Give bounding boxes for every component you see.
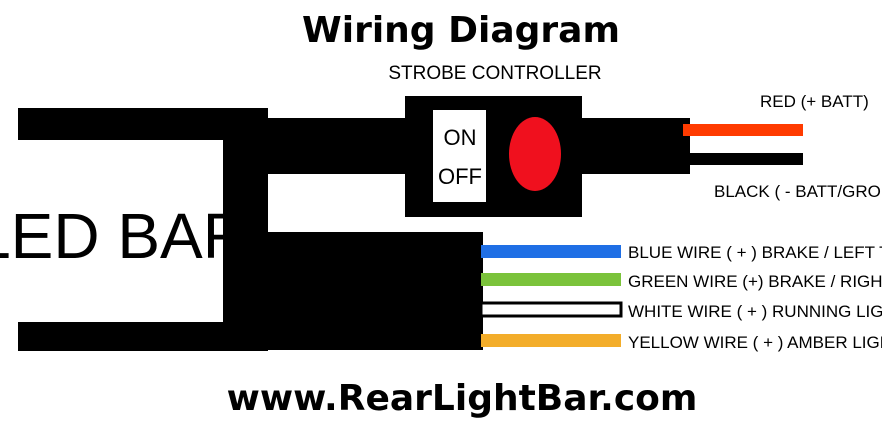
led-bar: LED BAR	[0, 108, 268, 351]
led-bar-label: LED BAR	[0, 200, 249, 272]
white-wire-label: WHITE WIRE ( + ) RUNNING LIGHTS	[628, 302, 882, 321]
blue-wire-label: BLUE WIRE ( + ) BRAKE / LEFT TURN	[628, 243, 882, 262]
green-wire-label: GREEN WIRE (+) BRAKE / RIGHT TURN	[628, 272, 882, 291]
green-wire	[481, 273, 621, 286]
website-url[interactable]: www.RearLightBar.com	[227, 378, 698, 419]
on-off-switch[interactable]	[433, 110, 486, 202]
harness-block	[258, 232, 483, 350]
red-power-wire	[683, 124, 803, 136]
power-cable-sheath	[575, 118, 690, 174]
switch-off-label: OFF	[438, 164, 482, 189]
page-title: Wiring Diagram	[302, 10, 620, 51]
controller-cable	[260, 118, 415, 174]
white-wire	[479, 301, 623, 318]
black-wire-label: BLACK ( - BATT/GROUND)	[714, 182, 882, 201]
yellow-wire-label: YELLOW WIRE ( + ) AMBER LIGHTS	[628, 333, 882, 352]
strobe-controller: ON OFF	[405, 96, 582, 217]
harness-wires	[479, 245, 623, 347]
strobe-indicator-light	[509, 117, 561, 191]
strobe-controller-label: STROBE CONTROLLER	[388, 63, 601, 84]
switch-on-label: ON	[444, 125, 477, 150]
led-bar-face	[18, 140, 223, 322]
black-ground-wire	[683, 153, 803, 165]
yellow-wire	[481, 334, 621, 347]
blue-wire	[481, 245, 621, 258]
red-wire-label: RED (+ BATT)	[760, 92, 869, 111]
